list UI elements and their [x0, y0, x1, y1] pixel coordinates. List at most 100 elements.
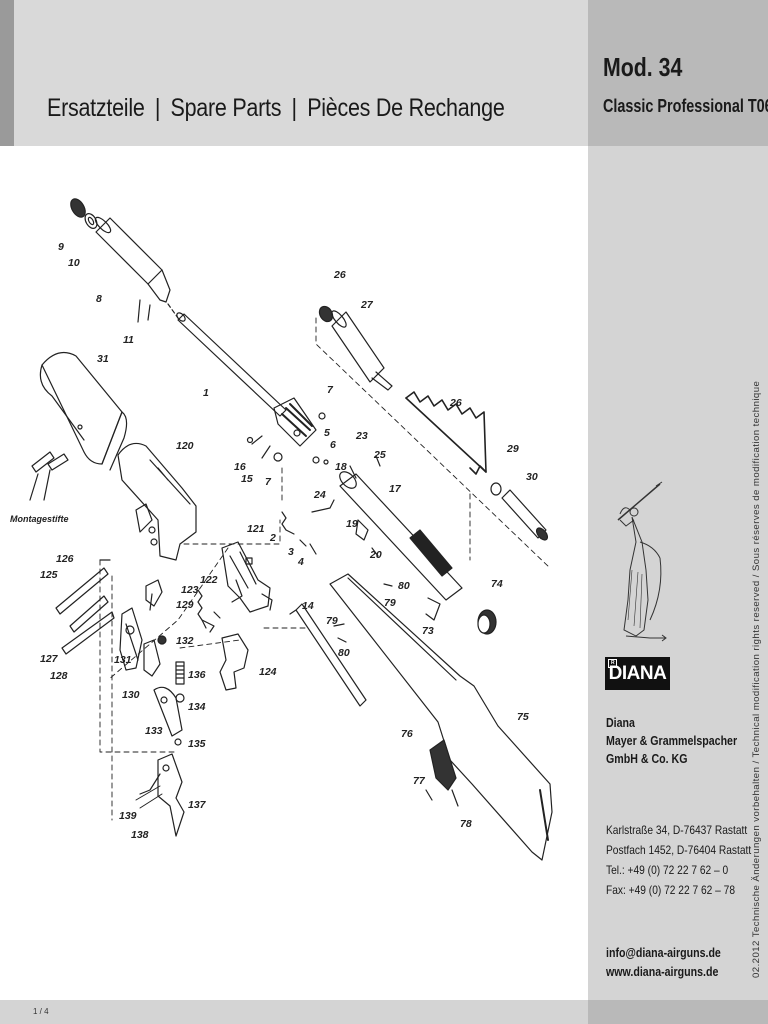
label-6: 6	[330, 439, 336, 451]
part-123-pin	[201, 611, 221, 633]
logo-text: DIANA	[608, 663, 667, 684]
part-8-silencer	[94, 216, 171, 303]
company-line: Mayer & Grammelspacher	[606, 734, 738, 748]
label-3: 3	[288, 546, 294, 558]
postbox-address: Postfach 1452, D-76404 Rastatt	[606, 843, 752, 857]
page-header: Ersatzteile|Spare Parts|Pièces De Rechan…	[14, 0, 588, 146]
label-8: 8	[96, 293, 102, 305]
label-132: 132	[176, 635, 194, 647]
part-labels: 9 10 8 11 1 31 Montagestifte 120 126 125…	[10, 241, 538, 841]
label-7b: 7	[265, 476, 272, 488]
email-link[interactable]: info@diana-airguns.de	[606, 946, 721, 960]
part-73-lever	[425, 597, 441, 621]
phone-number: Tel.: +49 (0) 72 22 7 62 – 0	[606, 863, 729, 877]
registered-mark: R	[608, 659, 617, 668]
part-76-trigger-guard	[425, 739, 459, 807]
model-title: Mod. 34	[603, 52, 683, 82]
label-79: 79	[384, 597, 396, 609]
label-120: 120	[176, 440, 194, 452]
label-30: 30	[526, 471, 538, 483]
label-130: 130	[122, 689, 140, 701]
company-name: Diana Mayer & Grammelspacher GmbH & Co. …	[606, 714, 760, 768]
label-9: 9	[58, 241, 64, 253]
label-14: 14	[302, 600, 314, 612]
mounting-pins	[29, 451, 69, 501]
part-130-131-132	[119, 607, 167, 677]
label-24: 24	[313, 489, 326, 501]
diana-figure-icon	[617, 481, 667, 642]
label-31: 31	[97, 353, 109, 365]
label-73: 73	[422, 625, 434, 637]
contact-info: info@diana-airguns.de www.diana-airguns.…	[606, 944, 741, 982]
website-link[interactable]: www.diana-airguns.de	[606, 965, 719, 979]
label-77: 77	[413, 775, 426, 787]
label-80: 80	[398, 580, 410, 592]
label-20: 20	[369, 549, 382, 561]
company-address: Karlstraße 34, D-76437 Rastatt Postfach …	[606, 820, 768, 900]
label-129: 129	[176, 599, 194, 611]
parts-125-128-rods	[55, 559, 115, 655]
exploded-parts-diagram: 9 10 8 11 1 31 Montagestifte 120 126 125…	[10, 198, 553, 861]
part-11-screws	[137, 299, 151, 323]
label-135: 135	[188, 738, 206, 750]
label-11: 11	[123, 334, 134, 346]
page-footer: 1 / 4	[0, 1000, 768, 1024]
label-29: 29	[506, 443, 519, 455]
label-15: 15	[241, 473, 253, 485]
part-26-ring	[318, 305, 334, 323]
label-25: 25	[373, 449, 386, 461]
model-box: Mod. 34 Classic Professional T06	[588, 0, 768, 146]
part-120-sight	[117, 442, 197, 561]
part-74-nut	[477, 609, 497, 635]
label-79b: 79	[326, 615, 338, 627]
company-line: Diana	[606, 716, 635, 730]
label-5: 5	[324, 427, 330, 439]
part-121-trigger-housing	[221, 541, 273, 613]
header-left-strip	[0, 0, 14, 146]
label-138: 138	[131, 829, 149, 841]
title-french: Pièces De Rechange	[307, 94, 505, 122]
label-125: 125	[40, 569, 58, 581]
label-139: 139	[119, 810, 137, 822]
label-75: 75	[517, 711, 529, 723]
company-line: GmbH & Co. KG	[606, 752, 688, 766]
label-78: 78	[460, 818, 472, 830]
page-title: Ersatzteile|Spare Parts|Pièces De Rechan…	[47, 94, 505, 123]
label-26: 26	[449, 397, 462, 409]
label-137: 137	[188, 799, 207, 811]
footer-right-block	[588, 1000, 768, 1024]
label-136: 136	[188, 669, 206, 681]
label-131: 131	[114, 654, 132, 666]
part-75-stock	[329, 573, 553, 861]
fax-number: Fax: +49 (0) 72 22 7 62 – 78	[606, 883, 736, 897]
part-124-bracket	[219, 633, 249, 691]
label-80b: 80	[338, 647, 350, 659]
part-14-cocking-arm	[289, 603, 367, 707]
label-16: 16	[234, 461, 246, 473]
title-english: Spare Parts	[170, 94, 282, 122]
part-31-shroud	[39, 351, 128, 471]
label-10: 10	[68, 257, 80, 269]
part-29-washer	[490, 482, 502, 496]
sidebar	[588, 0, 768, 1000]
label-19: 19	[346, 518, 358, 530]
label-123: 123	[181, 584, 199, 596]
part-122-spring	[197, 589, 207, 629]
label-27: 27	[360, 299, 374, 311]
label-134: 134	[188, 701, 206, 713]
part-137-trigger	[135, 753, 185, 837]
part-9-cap	[70, 198, 86, 218]
model-subtitle: Classic Professional T06	[603, 96, 768, 116]
montage-label: Montagestifte	[10, 514, 69, 524]
part-129-lever	[145, 579, 163, 611]
label-126: 126	[56, 553, 74, 565]
title-separator: |	[154, 94, 161, 122]
title-separator: |	[291, 94, 298, 122]
label-133: 133	[145, 725, 163, 737]
diana-logo: R DIANA	[605, 657, 670, 690]
label-26-top: 26	[333, 269, 346, 281]
label-18: 18	[335, 461, 347, 473]
label-2: 2	[269, 532, 276, 544]
label-127: 127	[40, 653, 59, 665]
label-7: 7	[327, 384, 334, 396]
